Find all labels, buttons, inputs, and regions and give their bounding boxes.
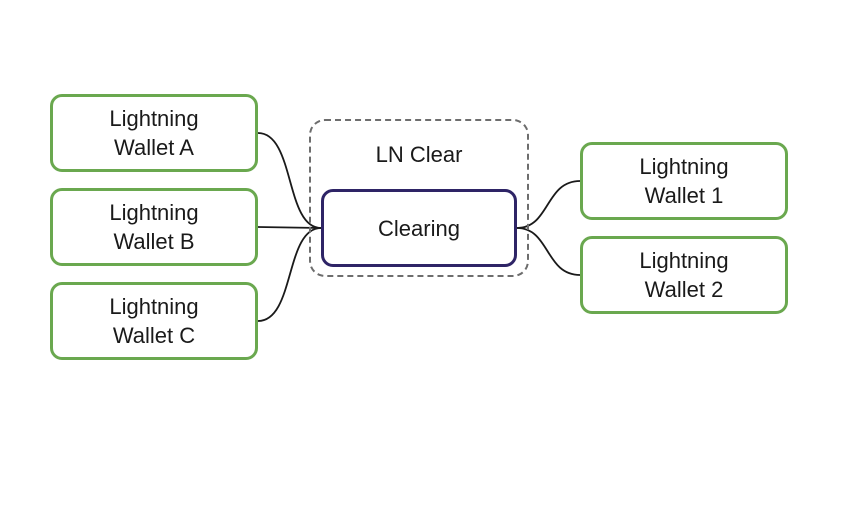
connector-clearing-to-wallet-2 <box>516 227 581 276</box>
ln-clear-group-title: LN Clear <box>375 142 463 167</box>
wallet-node-1[interactable]: Lightning Wallet 1 <box>580 142 788 220</box>
wallet-node-b-label: Lightning Wallet B <box>109 200 199 254</box>
wallet-node-a[interactable]: Lightning Wallet A <box>50 94 258 172</box>
wallet-node-b[interactable]: Lightning Wallet B <box>50 188 258 266</box>
ln-clear-group <box>309 119 529 277</box>
wallet-node-a-label: Lightning Wallet A <box>109 106 199 160</box>
wallet-node-2[interactable]: Lightning Wallet 2 <box>580 236 788 314</box>
clearing-node[interactable]: Clearing <box>321 189 517 267</box>
clearing-node-label: Clearing <box>378 215 460 241</box>
wallet-node-c[interactable]: Lightning Wallet C <box>50 282 258 360</box>
wallet-node-c-label: Lightning Wallet C <box>109 294 199 348</box>
wallet-node-2-label: Lightning Wallet 2 <box>639 248 729 302</box>
connector-clearing-to-wallet-1 <box>516 180 581 229</box>
wallet-node-1-label: Lightning Wallet 1 <box>639 154 729 208</box>
